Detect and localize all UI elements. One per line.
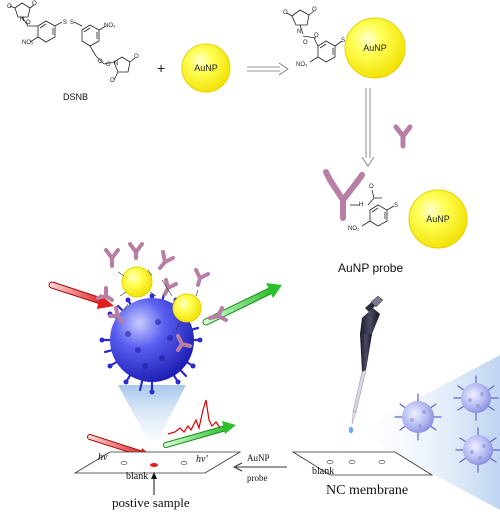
aunp-particle-functionalized: AuNP (344, 17, 406, 79)
svg-text:NO₂: NO₂ (22, 40, 34, 46)
membrane-scattered-beam (163, 421, 236, 448)
virus-particle-small (394, 375, 500, 473)
aunp-probe-label: AuNP probe (338, 261, 403, 275)
aunp-probe-particle: AuNP (408, 189, 468, 249)
svg-text:O: O (283, 10, 288, 16)
functionalized-atom-labels: O O N O O NO₂ S (283, 7, 345, 68)
svg-text:AuNP: AuNP (426, 214, 450, 224)
reaction-arrow (247, 62, 289, 76)
dsnb-atom-labels: O O N O NO₂ S S NO₂ O O N O O (7, 1, 139, 84)
test-membrane (73, 451, 242, 474)
hv-label: hν (98, 452, 108, 463)
dsnb-molecule (9, 2, 136, 81)
antibody-conjugation-arrow (361, 88, 375, 167)
raman-spectrum (167, 399, 231, 435)
probe-addition-arrow (232, 462, 287, 472)
svg-text:O: O (312, 7, 317, 13)
arrow-aunp-label: AuNP (247, 453, 270, 463)
dsnb-label: DSNB (63, 92, 88, 102)
nc-membrane-plate (291, 451, 434, 476)
svg-text:S: S (70, 20, 74, 26)
nc-membrane-label: NC membrane (326, 483, 408, 498)
svg-text:NO₂: NO₂ (348, 226, 360, 232)
blank-label: blank (126, 471, 148, 482)
functionalized-molecule (286, 9, 343, 63)
svg-text:N: N (20, 17, 24, 23)
bound-aunp-group (96, 242, 228, 352)
svg-text:O: O (32, 1, 37, 7)
svg-text:O: O (106, 62, 111, 68)
pipette-icon (348, 295, 384, 434)
svg-text:AuNP: AuNP (194, 63, 218, 73)
hv-prime-label: hν' (196, 454, 208, 465)
svg-text:H: H (359, 202, 363, 208)
svg-text:S: S (63, 20, 67, 26)
svg-text:NO₂: NO₂ (104, 23, 116, 29)
svg-text:N: N (297, 29, 301, 35)
probe-atom-labels: H O NO₂ S (348, 184, 398, 232)
probe-antibody-icon (323, 169, 365, 221)
svg-text:O: O (110, 78, 115, 84)
svg-text:S: S (341, 38, 345, 44)
svg-text:N: N (114, 61, 118, 67)
positive-sample-arrow (151, 472, 157, 495)
svg-text:O: O (303, 40, 308, 46)
plus-sign: + (157, 60, 165, 76)
svg-text:O: O (134, 54, 139, 60)
svg-text:O: O (26, 20, 31, 26)
arrow-probe-label: probe (247, 473, 268, 483)
positive-sample-label: postive sample (112, 495, 190, 510)
virus-particle (99, 292, 203, 395)
light-cone (118, 385, 186, 440)
svg-text:O: O (7, 4, 12, 10)
svg-text:O: O (314, 33, 319, 39)
svg-text:NO₂: NO₂ (296, 62, 308, 68)
probe-molecule (350, 189, 395, 227)
svg-text:O: O (369, 184, 374, 190)
aunp-particle: AuNP (181, 43, 231, 93)
antibody-icon (393, 124, 413, 149)
blank-membrane-label: blank (312, 466, 334, 477)
svg-text:AuNP: AuNP (363, 43, 387, 53)
svg-text:S: S (394, 203, 398, 209)
svg-text:O: O (98, 59, 103, 65)
